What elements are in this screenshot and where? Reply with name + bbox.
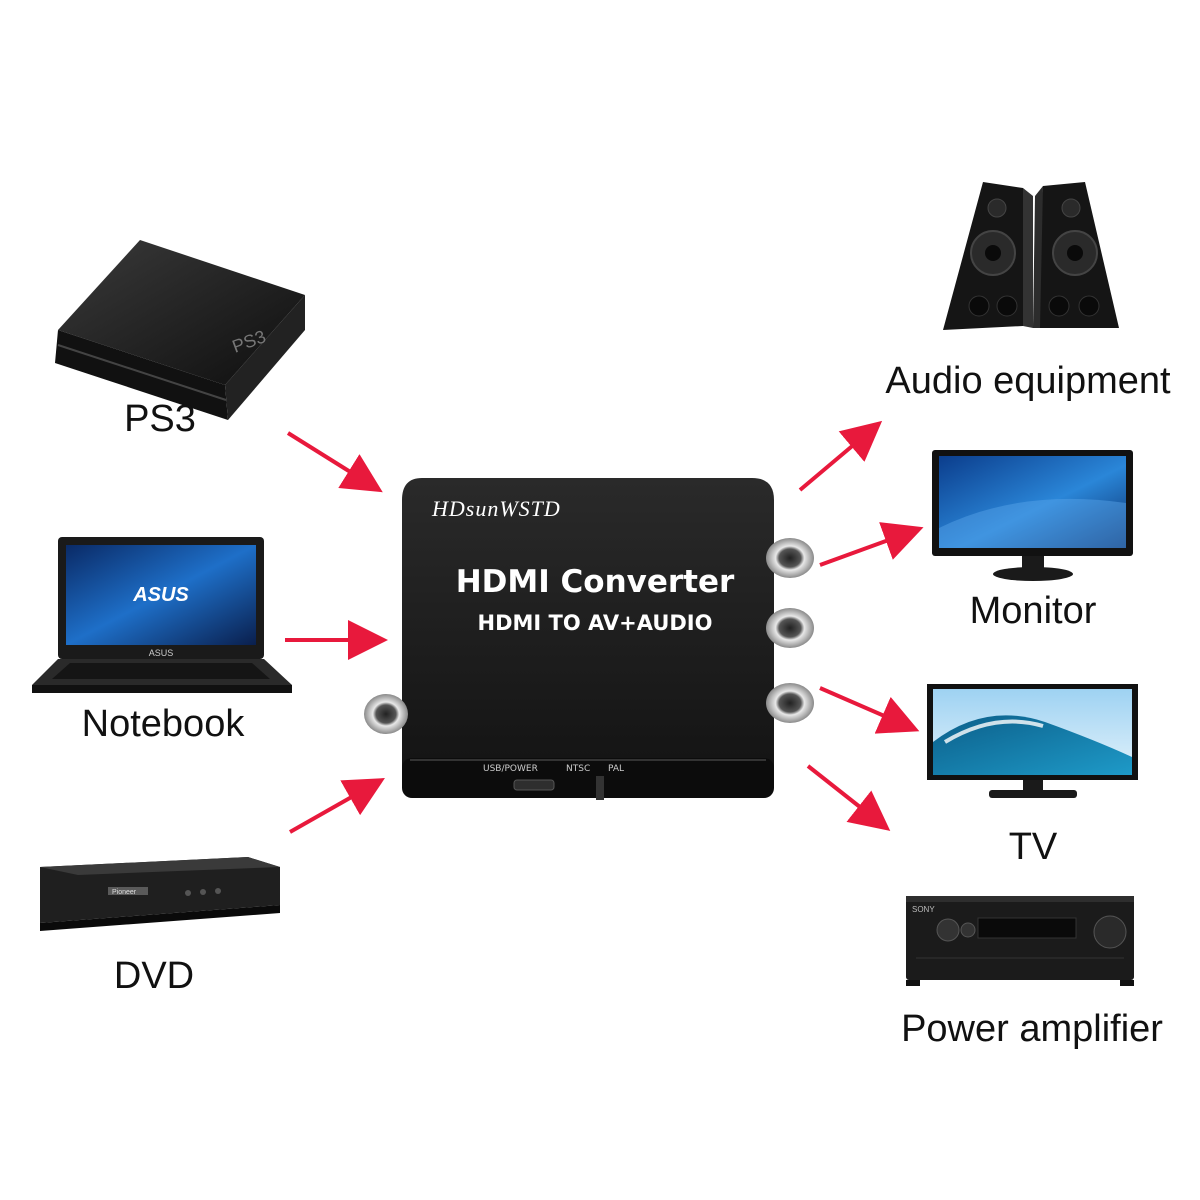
- converter-title: HDMI Converter: [455, 564, 735, 600]
- power-amplifier-label: Power amplifier: [901, 1008, 1163, 1050]
- svg-text:Pioneer: Pioneer: [112, 889, 137, 896]
- tv-image: [927, 684, 1138, 798]
- ps3-console-image: PS3: [55, 240, 305, 420]
- arrow-converter-to-amplifier: [806, 764, 891, 831]
- dvd-player-image: Pioneer: [40, 857, 280, 931]
- ps3-label: PS3: [124, 398, 196, 440]
- notebook-image: ASUS ASUS: [32, 537, 292, 693]
- arrow-converter-to-tv: [819, 686, 920, 734]
- tv-label: TV: [1008, 826, 1058, 868]
- power-amplifier-image: SONY: [906, 896, 1134, 986]
- ntsc-switch-label: NTSC: [566, 764, 591, 774]
- arrow-dvd-to-converter: [289, 778, 385, 834]
- hdmi-converter-image: [364, 478, 814, 800]
- monitor-image: [932, 450, 1133, 581]
- svg-text:ASUS: ASUS: [149, 648, 174, 658]
- arrow-converter-to-audio: [798, 420, 883, 492]
- monitor-label: Monitor: [969, 590, 1097, 632]
- speakers-image: [943, 182, 1119, 330]
- converter-subtitle: HDMI TO AV+AUDIO: [477, 611, 713, 635]
- audio-equipment-label: Audio equipment: [885, 360, 1171, 402]
- arrow-converter-to-monitor: [819, 522, 924, 567]
- usb-power-port-label: USB/POWER: [483, 764, 538, 774]
- svg-text:SONY: SONY: [912, 905, 935, 914]
- notebook-label: Notebook: [81, 703, 245, 745]
- dvd-label: DVD: [113, 955, 195, 997]
- converter-brand: HDsunWSTD: [432, 496, 561, 521]
- arrow-ps3-to-converter: [286, 431, 383, 493]
- svg-text:ASUS: ASUS: [132, 584, 189, 606]
- pal-switch-label: PAL: [608, 764, 625, 774]
